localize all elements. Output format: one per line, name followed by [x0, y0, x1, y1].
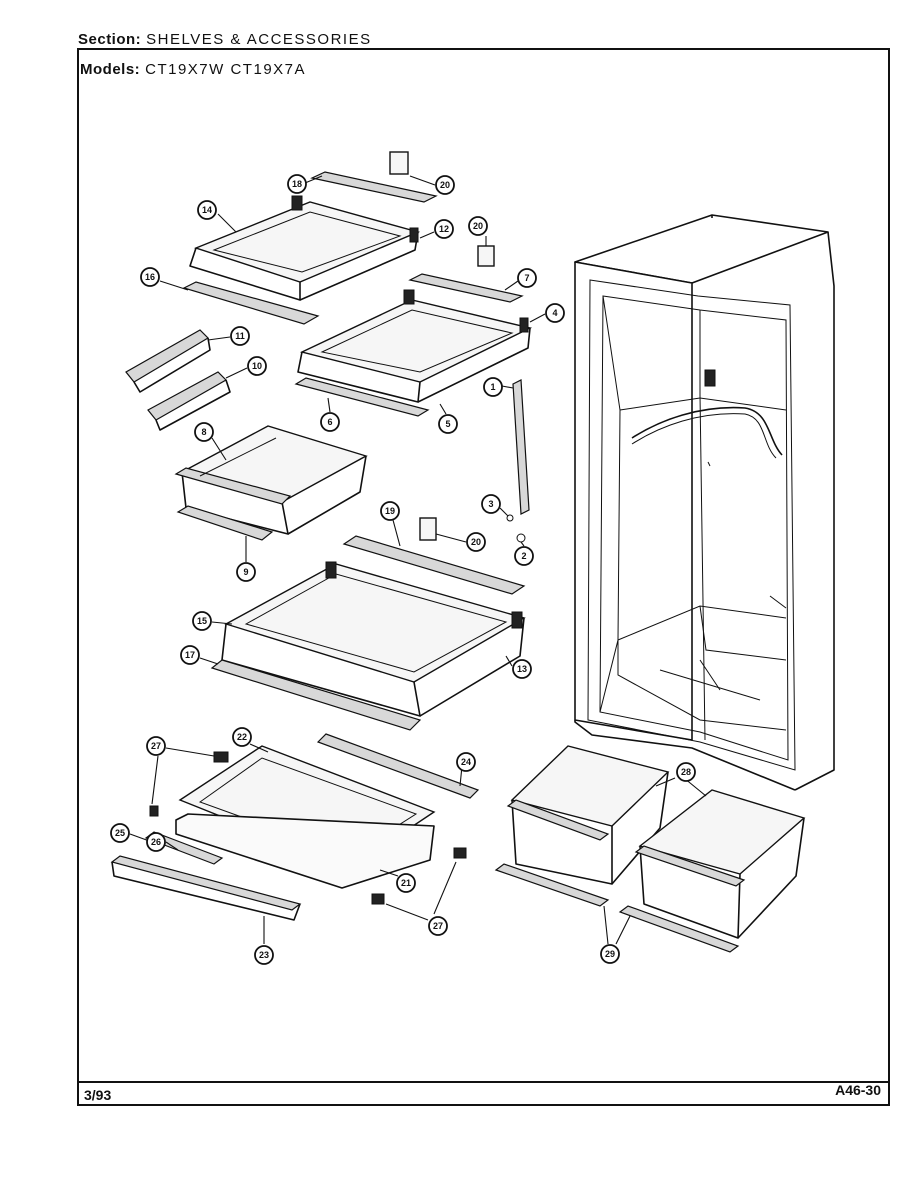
- svg-text:2: 2: [521, 551, 526, 561]
- callout-28: 28: [676, 762, 696, 782]
- svg-text:25: 25: [115, 828, 125, 838]
- svg-text:21: 21: [401, 878, 411, 888]
- callout-12: 12: [434, 219, 454, 239]
- callout-18: 18: [287, 174, 307, 194]
- svg-text:29: 29: [605, 949, 615, 959]
- svg-text:6: 6: [327, 417, 332, 427]
- callout-5: 5: [438, 414, 458, 434]
- svg-text:5: 5: [445, 419, 450, 429]
- shelf-brackets: [125, 329, 231, 431]
- callout-25: 25: [110, 823, 130, 843]
- callout-3: 3: [481, 494, 501, 514]
- callout-15: 15: [192, 611, 212, 631]
- footer-divider: [79, 1081, 889, 1083]
- callout-20: 20: [435, 175, 455, 195]
- crisper-drawers-28: [494, 745, 806, 953]
- svg-text:1: 1: [490, 382, 495, 392]
- callout-4: 4: [545, 303, 565, 323]
- middle-shelf-5: [294, 245, 533, 417]
- svg-text:9: 9: [243, 567, 248, 577]
- diagram-frame: [77, 48, 890, 1106]
- callout-29: 29: [600, 944, 620, 964]
- upper-shelf-14: [182, 151, 438, 325]
- callout-10: 10: [247, 356, 267, 376]
- callout-17: 17: [180, 645, 200, 665]
- callout-14: 14: [197, 200, 217, 220]
- callout-7: 7: [517, 268, 537, 288]
- callout-24: 24: [456, 752, 476, 772]
- svg-text:8: 8: [201, 427, 206, 437]
- meat-drawer-8: [174, 425, 368, 541]
- svg-text:20: 20: [473, 221, 483, 231]
- svg-text:18: 18: [292, 179, 302, 189]
- callout-21: 21: [396, 873, 416, 893]
- refrigerator-cabinet: [574, 214, 835, 791]
- svg-text:14: 14: [202, 205, 212, 215]
- svg-text:13: 13: [517, 664, 527, 674]
- svg-text:26: 26: [151, 837, 161, 847]
- svg-text:16: 16: [145, 272, 155, 282]
- callout-2: 2: [514, 546, 534, 566]
- callout-27: 27: [146, 736, 166, 756]
- svg-text:7: 7: [524, 273, 529, 283]
- svg-text:23: 23: [259, 950, 269, 960]
- models-value: CT19X7W CT19X7A: [145, 61, 307, 78]
- callout-8: 8: [194, 422, 214, 442]
- callout-13: 13: [512, 659, 532, 679]
- callout-22: 22: [232, 727, 252, 747]
- svg-text:19: 19: [385, 506, 395, 516]
- callout-11: 11: [230, 326, 250, 346]
- models-label: Models:: [80, 61, 141, 78]
- svg-text:20: 20: [471, 537, 481, 547]
- callout-27: 27: [428, 916, 448, 936]
- svg-text:3: 3: [488, 499, 493, 509]
- svg-text:24: 24: [461, 757, 471, 767]
- callout-19: 19: [380, 501, 400, 521]
- models-heading: Models: CT19X7W CT19X7A: [80, 61, 306, 79]
- section-heading: Section: SHELVES & ACCESSORIES: [78, 31, 372, 49]
- crisper-cover-assembly: [110, 733, 480, 921]
- large-shelf-15: [210, 517, 526, 731]
- svg-text:22: 22: [237, 732, 247, 742]
- footer-page-code: A46-30: [835, 1082, 881, 1098]
- section-value: SHELVES & ACCESSORIES: [146, 31, 372, 48]
- svg-text:15: 15: [197, 616, 207, 626]
- svg-text:4: 4: [552, 308, 557, 318]
- svg-text:11: 11: [235, 331, 245, 341]
- callout-20: 20: [468, 216, 488, 236]
- svg-text:27: 27: [151, 741, 161, 751]
- svg-text:27: 27: [433, 921, 443, 931]
- callout-26: 26: [146, 832, 166, 852]
- leader-lines: [129, 175, 707, 945]
- callout-6: 6: [320, 412, 340, 432]
- svg-text:12: 12: [439, 224, 449, 234]
- svg-text:10: 10: [252, 361, 262, 371]
- callout-1: 1: [483, 377, 503, 397]
- callout-20: 20: [466, 532, 486, 552]
- svg-text:20: 20: [440, 180, 450, 190]
- callout-16: 16: [140, 267, 160, 287]
- callout-9: 9: [236, 562, 256, 582]
- svg-text:17: 17: [185, 650, 195, 660]
- section-label: Section:: [78, 31, 142, 48]
- shelf-rail-1: [506, 379, 530, 543]
- svg-text:28: 28: [681, 767, 691, 777]
- footer-date: 3/93: [84, 1087, 112, 1103]
- callout-23: 23: [254, 945, 274, 965]
